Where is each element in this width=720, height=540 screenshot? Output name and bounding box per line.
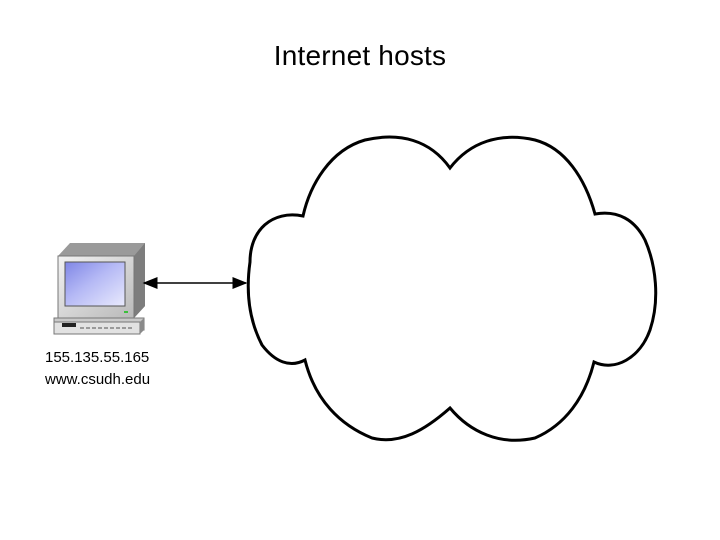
- desktop-computer-icon: [53, 243, 145, 335]
- slide-title: Internet hosts: [273, 40, 447, 71]
- host-domain-name: www.csudh.edu: [45, 371, 151, 388]
- computer-screen: [64, 261, 126, 307]
- internet-cloud: [246, 135, 658, 442]
- host-ip-address: 155.135.55.165: [45, 349, 150, 366]
